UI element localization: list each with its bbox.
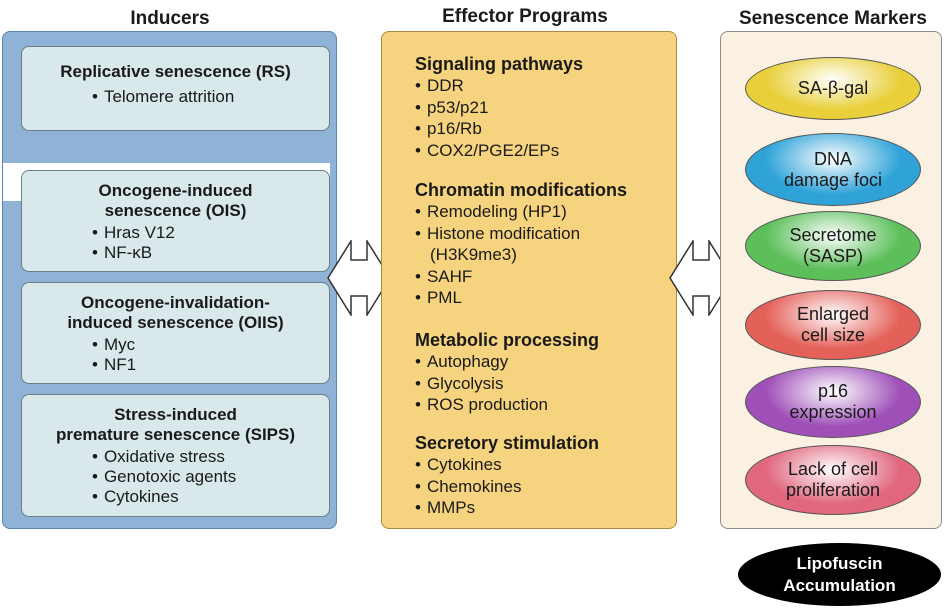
inducer-heading-line: Replicative senescence (RS) [60, 62, 291, 81]
list-item: DDR [415, 75, 583, 97]
effector-section-metabolic: Metabolic processing Autophagy Glycolysi… [415, 329, 599, 416]
list-item: Histone modification [415, 223, 627, 245]
inducer-list: Oxidative stress Genotoxic agents Cytoki… [22, 447, 329, 507]
inducer-heading: Replicative senescence (RS) [22, 62, 329, 82]
effector-item-continuation: (H3K9me3) [430, 245, 517, 264]
list-item: Hras V12 [92, 223, 329, 243]
list-item: p53/p21 [415, 97, 583, 119]
inducer-list: Myc NF1 [22, 335, 329, 375]
list-item: SAHF [415, 266, 627, 288]
effector-heading: Secretory stimulation [415, 433, 600, 453]
marker-line: damage foci [783, 169, 883, 190]
inducer-box-rs: Replicative senescence (RS) Telomere att… [21, 46, 330, 131]
list-item: Autophagy [415, 351, 599, 373]
effector-list: Cytokines Chemokines MMPs [415, 454, 599, 519]
list-item: p16/Rb [415, 118, 583, 140]
lipofuscin-badge: Lipofuscin Accumulation [738, 543, 941, 606]
marker-line: Lack of cell [787, 459, 879, 479]
effector-list: Remodeling (HP1) Histone modification [415, 201, 627, 244]
inducer-heading: Stress-induced premature senescence (SIP… [22, 405, 329, 445]
marker-line: Secretome [789, 225, 877, 245]
list-item: Myc [92, 335, 329, 355]
marker-enlarged-cell-size: Enlarged cell size [745, 290, 921, 360]
list-item: NF1 [92, 355, 329, 375]
marker-line: expression [789, 402, 877, 422]
markers-title: Senescence Markers [738, 8, 927, 29]
marker-line: (SASP) [802, 246, 863, 266]
inducer-heading-line: Oncogene-induced [98, 181, 253, 200]
list-item: Remodeling (HP1) [415, 201, 627, 223]
marker-line: p16 [817, 381, 849, 401]
list-item: Cytokines [415, 454, 599, 476]
marker-lack-of-proliferation: Lack of cell proliferation [745, 445, 921, 515]
inducer-heading: Oncogene-invalidation- induced senescenc… [22, 293, 329, 333]
inducer-box-oiis: Oncogene-invalidation- induced senescenc… [21, 282, 330, 384]
list-item: COX2/PGE2/EPs [415, 140, 583, 162]
list-item: Oxidative stress [92, 447, 329, 467]
effector-list: DDR p53/p21 p16/Rb COX2/PGE2/EPs [415, 75, 583, 161]
list-item: Cytokines [92, 487, 329, 507]
marker-dna-damage-foci: DNA damage foci [745, 133, 921, 206]
effector-heading: Metabolic processing [415, 330, 600, 350]
effector-panel: Signaling pathways DDR p53/p21 p16/Rb CO… [381, 31, 677, 529]
inducer-heading: Oncogene-induced senescence (OIS) [22, 181, 329, 221]
marker-secretome: Secretome (SASP) [745, 211, 921, 281]
inducers-title: Inducers [130, 8, 210, 29]
lipofuscin-line: Lipofuscin [796, 553, 883, 573]
inducer-heading-line: senescence (OIS) [104, 201, 247, 220]
effector-section-chromatin: Chromatin modifications Remodeling (HP1)… [415, 179, 627, 309]
effector-section-secretory: Secretory stimulation Cytokines Chemokin… [415, 432, 599, 519]
list-item: NF-κB [92, 243, 329, 263]
effector-section-signaling: Signaling pathways DDR p53/p21 p16/Rb CO… [415, 53, 583, 161]
inducers-panel: Replicative senescence (RS) Telomere att… [2, 31, 337, 529]
marker-line: Enlarged [796, 304, 870, 324]
effector-title: Effector Programs [442, 6, 608, 27]
lipofuscin-line: Accumulation [783, 575, 896, 595]
effector-list: Autophagy Glycolysis ROS production [415, 351, 599, 416]
inducer-heading-line: premature senescence (SIPS) [55, 425, 296, 444]
inducer-list: Telomere attrition [22, 87, 329, 107]
list-item: Glycolysis [415, 373, 599, 395]
list-item: Chemokines [415, 476, 599, 498]
inducer-heading-line: Oncogene-invalidation- [81, 293, 270, 312]
marker-line: DNA [813, 148, 852, 169]
inducer-list: Hras V12 NF-κB [22, 223, 329, 263]
marker-line: cell size [800, 325, 866, 345]
effector-heading: Chromatin modifications [415, 180, 628, 200]
effector-heading: Signaling pathways [415, 54, 584, 74]
list-item: PML [415, 287, 627, 309]
inducer-box-sips: Stress-induced premature senescence (SIP… [21, 394, 330, 517]
list-item: ROS production [415, 394, 599, 416]
inducer-heading-line: induced senescence (OIIS) [67, 313, 284, 332]
inducer-box-ois: Oncogene-induced senescence (OIS) Hras V… [21, 170, 330, 272]
list-item: MMPs [415, 497, 599, 519]
list-item: Genotoxic agents [92, 467, 329, 487]
list-item: Telomere attrition [92, 87, 329, 107]
marker-line: proliferation [785, 480, 881, 500]
effector-list: SAHF PML [415, 266, 627, 309]
inducer-heading-line: Stress-induced [114, 405, 237, 424]
marker-sa-beta-gal: SA-β-gal [745, 57, 921, 120]
marker-line: SA-β-gal [797, 78, 869, 98]
marker-p16-expression: p16 expression [745, 366, 921, 438]
